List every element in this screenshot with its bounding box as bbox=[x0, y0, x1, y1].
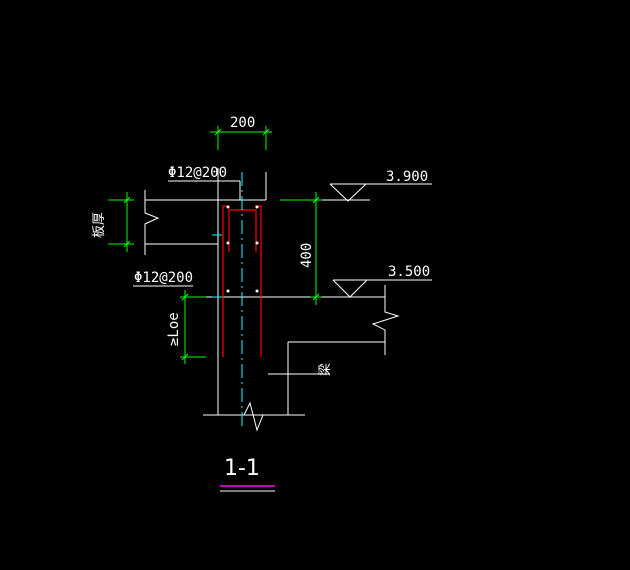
dim-top-tick-left bbox=[214, 128, 222, 136]
rebar-dot bbox=[226, 205, 230, 209]
dim-400-tick-top bbox=[312, 196, 320, 204]
beam-label: 梁 bbox=[318, 363, 333, 376]
dim-400-tick-bottom bbox=[312, 293, 320, 301]
dim-loe-tick-bottom bbox=[181, 353, 189, 361]
rebar-lower-label: Φ12@200 bbox=[134, 270, 193, 286]
rebar-dot bbox=[255, 205, 259, 209]
anchorage-label: ≥Loe bbox=[166, 312, 182, 346]
level-marker-low bbox=[332, 279, 369, 298]
rebar-left-bar bbox=[222, 205, 229, 357]
level-marker-high bbox=[329, 183, 368, 202]
beam-break-symbol bbox=[371, 285, 400, 355]
section-title-underline bbox=[220, 485, 275, 492]
dim-top-tick-right bbox=[262, 128, 270, 136]
dim-slab-tick-top bbox=[123, 196, 131, 204]
rebar-dots bbox=[226, 205, 259, 293]
level-low-label: 3.500 bbox=[388, 264, 430, 280]
slab-thickness-label: 板厚 bbox=[92, 212, 107, 238]
rebar-dot bbox=[255, 289, 259, 293]
section-title: 1-1 bbox=[224, 456, 260, 481]
dim-slab-tick-bottom bbox=[123, 240, 131, 248]
rebar-dot bbox=[226, 241, 230, 245]
level-high-label: 3.900 bbox=[386, 169, 428, 185]
dimension-top-label: 200 bbox=[230, 115, 255, 131]
rebar-dot bbox=[226, 289, 230, 293]
dimension-lines bbox=[108, 126, 322, 364]
dimension-vertical-label: 400 bbox=[299, 243, 315, 268]
rebar-upper-label: Φ12@200 bbox=[168, 165, 227, 181]
base-break-symbol bbox=[243, 401, 264, 432]
centerline bbox=[212, 172, 243, 430]
dim-loe-tick-top bbox=[181, 293, 189, 301]
slab-break-symbol bbox=[144, 190, 160, 255]
structure-outlines bbox=[133, 168, 432, 432]
rebar-dot bbox=[255, 241, 259, 245]
